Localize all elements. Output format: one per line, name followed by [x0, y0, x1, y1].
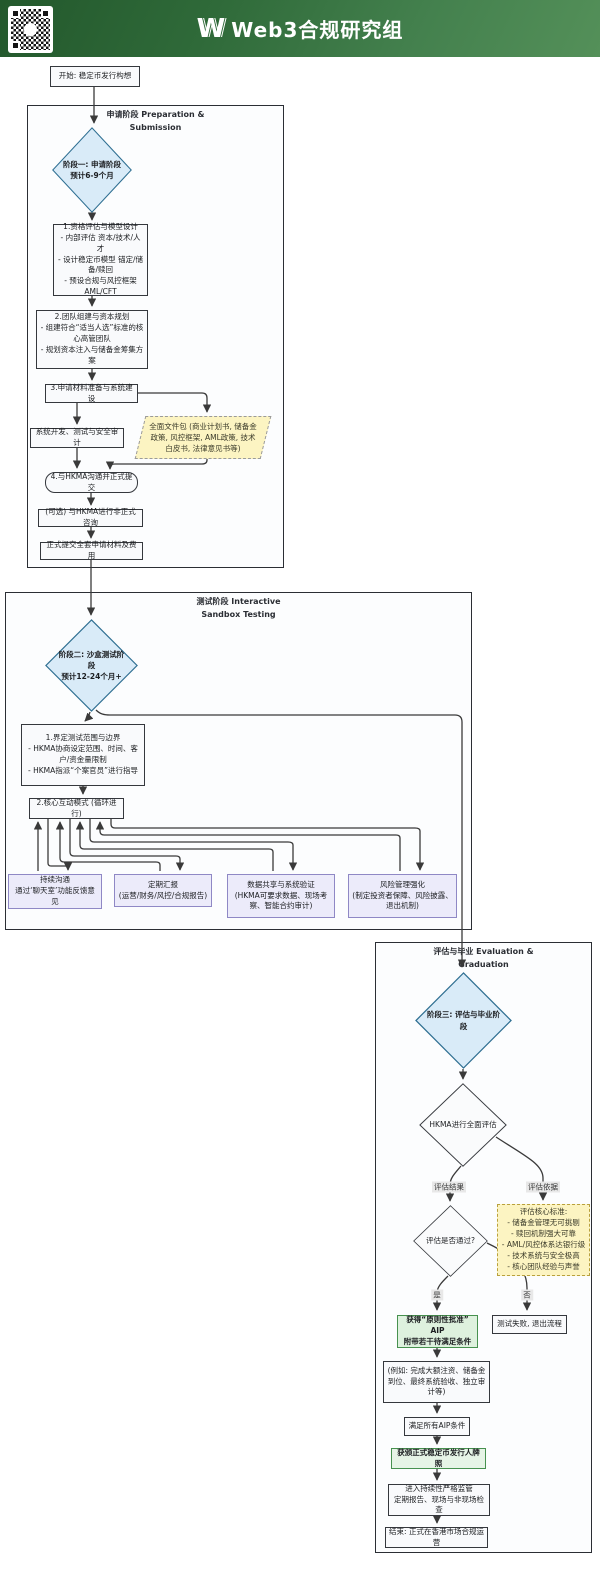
- edge-label-assessment-result: 评估结果: [432, 1181, 466, 1193]
- diamond-shape: [415, 972, 512, 1069]
- decision-hkma-full-assessment: HKMA进行全面评估: [419, 1083, 507, 1167]
- node-submit-full-application: 正式提交全套申请材料及费用: [40, 540, 143, 560]
- qr-center-logo: [24, 23, 37, 36]
- qr-code: [8, 6, 53, 53]
- node-official-license-granted: 获颁正式稳定币发行人牌照: [391, 1448, 486, 1469]
- decision-phase3: 阶段三: 评估与毕业阶段: [415, 972, 512, 1069]
- edge-label-assessment-basis: 评估依据: [526, 1181, 560, 1193]
- qr-finder-icon: [41, 9, 50, 18]
- node-ongoing-supervision: 进入持续性严格监管 定期报告、现场与非现场检查: [388, 1484, 490, 1516]
- diamond-shape: [52, 127, 132, 213]
- subgraph-title: 测试阶段 Interactive Sandbox Testing: [196, 597, 281, 619]
- decision-label: 阶段二: 沙盒测试阶段 预计12-24个月+: [58, 649, 125, 682]
- node-document-package: 全面文件包 (商业计划书, 储备金政策, 风控框架, AML政策, 技术白皮书,…: [149, 421, 257, 454]
- node-test-failed-exit: 测试失败, 退出流程: [492, 1315, 567, 1334]
- node-aip-conditions-examples: (例如: 完成大额注资、储备金到位、最终系统验收、独立审计等): [383, 1361, 490, 1403]
- decision-label: HKMA进行全面评估: [429, 1120, 497, 1130]
- node-core-interaction-mode: 2.核心互动模式 (循环进行): [29, 798, 124, 819]
- node-continuous-communication: 持续沟通 通过‘聊天室’功能反馈意见: [8, 874, 102, 909]
- decision-phase2: 阶段二: 沙盒测试阶段 预计12-24个月+: [45, 619, 138, 712]
- subgraph-title: 评估与毕业 Evaluation & Graduation: [433, 947, 534, 969]
- node-data-sharing-validation: 数据共享与系统验证 (HKMA可要求数据、现场考察、智能合约审计): [227, 874, 335, 918]
- qr-pattern: [11, 9, 50, 50]
- decision-pass-or-fail: 评估是否通过?: [413, 1205, 488, 1277]
- node-risk-management-enhancement: 风险管理强化 (制定投资者保障、风险披露、退出机制): [348, 874, 457, 918]
- subgraph-title: 申请阶段 Preparation & Submission: [106, 110, 205, 132]
- brand: W Web3合规研究组: [197, 14, 404, 43]
- node-informal-consultation: (可选) 与HKMA进行非正式咨询: [38, 507, 143, 527]
- node-team-capital-planning: 2.团队组建与资本规划 - 组建符合“适当人选”标准的核心高管团队 - 规划资本…: [36, 310, 148, 369]
- node-end-compliant-operation: 结束: 正式在香港市场合规运营: [385, 1527, 488, 1548]
- qr-finder-icon: [11, 41, 20, 50]
- page-title: Web3合规研究组: [231, 18, 404, 42]
- edge-label-yes: 是: [431, 1289, 443, 1301]
- diamond-shape: [413, 1205, 488, 1277]
- qr-finder-icon: [11, 9, 20, 18]
- edge-label-no: 否: [521, 1289, 533, 1301]
- node-hkma-formal-submission: 4.与HKMA沟通并正式提交: [45, 472, 138, 493]
- decision-phase1: 阶段一: 申请阶段 预计6-9个月: [52, 127, 132, 213]
- decision-label: 评估是否通过?: [426, 1236, 475, 1246]
- node-periodic-reporting: 定期汇报 (运营/财务/风控/合规报告): [114, 874, 212, 907]
- node-system-dev-audit: 系统开发、测试与安全审计: [30, 427, 124, 448]
- diamond-shape: [45, 619, 138, 712]
- node-materials-system-build: 3.申请材料准备与系统建设: [45, 383, 138, 403]
- header-banner: W Web3合规研究组: [0, 0, 600, 57]
- node-eligibility-model-design: 1.资格评估与模型设计 - 内部评估 资本/技术/人才 - 设计稳定币模型 锚定…: [53, 222, 148, 296]
- node-assessment-criteria: 评估核心标准: - 储备金管理无可挑剔 - 赎回机制强大可靠 - AML/风控体…: [497, 1204, 590, 1276]
- brand-logo-w-icon: W: [196, 13, 226, 44]
- node-aip-approval: 获得“原则性批准” AIP 附带若干待满足条件: [397, 1315, 478, 1348]
- node-test-scope-boundary: 1.界定测试范围与边界 - HKMA协商设定范围、时间、客户/资金量限制 - H…: [21, 724, 145, 786]
- node-start: 开始: 稳定币发行构想: [50, 66, 140, 87]
- decision-label: 阶段三: 评估与毕业阶段: [426, 1010, 501, 1031]
- decision-label: 阶段一: 申请阶段 预计6-9个月: [62, 159, 122, 180]
- diamond-shape: [419, 1083, 507, 1167]
- node-meet-all-aip-conditions: 满足所有AIP条件: [404, 1417, 470, 1436]
